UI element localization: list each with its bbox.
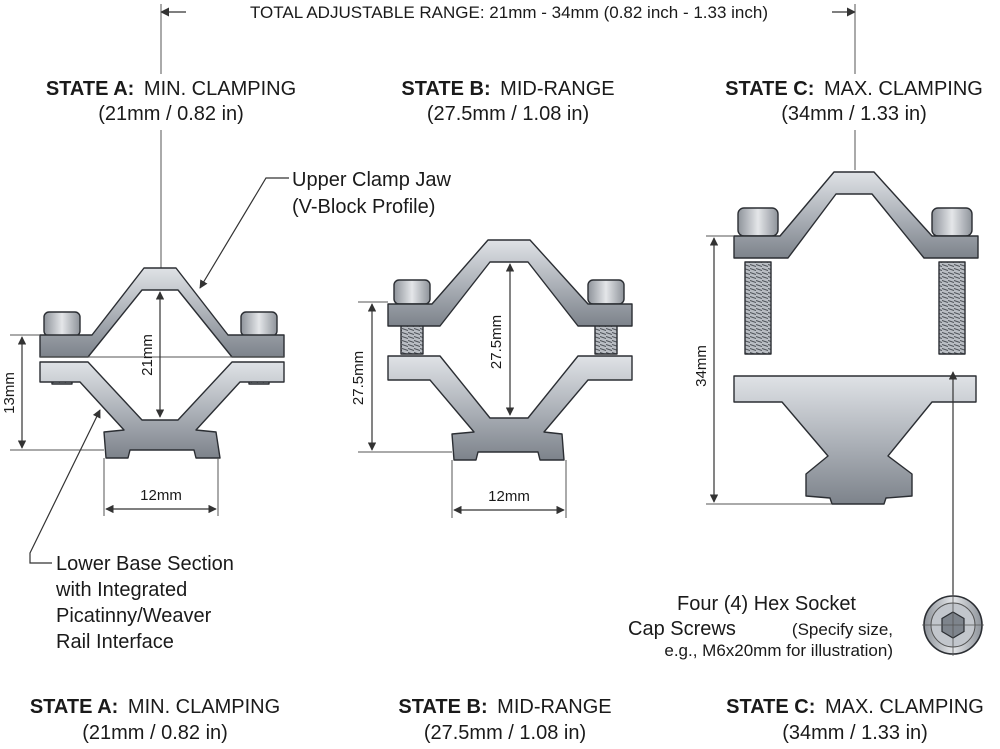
header-name: MAX. CLAMPING <box>825 696 984 718</box>
callout-line: Picatinny/Weaver <box>56 605 212 627</box>
bolt-left <box>393 279 431 355</box>
bolt-right <box>931 207 973 355</box>
top-header-c: STATE C: MAX. CLAMPING (34mm / 1.33 in) <box>718 74 992 130</box>
dim-b-height: 27.5mm <box>350 301 452 453</box>
upper-jaw <box>733 171 979 259</box>
dim-label: 27.5mm <box>488 315 505 369</box>
header-state: STATE B: <box>398 696 487 718</box>
header-value: (27.5mm / 1.08 in) <box>424 722 586 744</box>
callout-note: e.g., M6x20mm for illustration) <box>664 641 893 660</box>
bottom-header-b: STATE B: MID-RANGE (27.5mm / 1.08 in) <box>398 696 611 744</box>
callout-line: Rail Interface <box>56 631 174 653</box>
callout-line: Cap Screws <box>628 618 736 640</box>
callout-screws: Four (4) Hex Socket Cap Screws (Specify … <box>628 593 893 660</box>
lower-base <box>387 355 633 461</box>
svg-text:STATE A: MIN. CLAMPING: STATE A: MIN. CLAMPING <box>30 696 280 718</box>
bottom-header-a: STATE A: MIN. CLAMPING (21mm / 0.82 in) <box>30 696 280 744</box>
clamp-state-c <box>733 171 979 505</box>
callout-line: with Integrated <box>55 579 187 601</box>
header-name: MIN. CLAMPING <box>128 696 280 718</box>
header-value: (21mm / 0.82 in) <box>98 103 244 125</box>
bottom-header-c: STATE C: MAX. CLAMPING (34mm / 1.33 in) <box>726 696 984 744</box>
dim-label: 12mm <box>488 488 530 505</box>
dim-a-width: 12mm <box>103 458 219 516</box>
callout-line: Lower Base Section <box>56 553 234 575</box>
header-state: STATE C: <box>726 696 815 718</box>
dim-a-inner: 21mm <box>139 291 165 418</box>
clamp-state-b <box>387 239 633 461</box>
header-value: (21mm / 0.82 in) <box>82 722 228 744</box>
header-state: STATE B: <box>401 78 490 100</box>
dim-label: 34mm <box>693 345 710 387</box>
header-name: MAX. CLAMPING <box>824 78 983 100</box>
svg-text:STATE A: MIN. CLAMPING: STATE A: MIN. CLAMPING <box>46 78 296 100</box>
upper-jaw <box>387 239 633 327</box>
total-range-dimension: TOTAL ADJUSTABLE RANGE: 21mm - 34mm (0.8… <box>160 0 856 268</box>
dim-label: 27.5mm <box>350 351 367 405</box>
header-state: STATE C: <box>725 78 814 100</box>
header-name: MIN. CLAMPING <box>144 78 296 100</box>
callout-note: (Specify size, <box>792 620 893 639</box>
callout-line: (V-Block Profile) <box>292 196 435 218</box>
svg-text:STATE C: MAX. CLAMPING: STATE C: MAX. CLAMPING <box>726 696 984 718</box>
bolt-left <box>737 207 779 355</box>
dim-label: 13mm <box>1 372 18 414</box>
header-state: STATE A: <box>30 696 119 718</box>
header-value: (27.5mm / 1.08 in) <box>427 103 589 125</box>
clamp-state-a <box>39 267 285 459</box>
header-name: MID-RANGE <box>497 696 611 718</box>
svg-text:STATE B: MID-RANGE: STATE B: MID-RANGE <box>401 78 614 100</box>
top-header-a: STATE A: MIN. CLAMPING (21mm / 0.82 in) <box>40 74 308 130</box>
dim-label: 12mm <box>140 487 182 504</box>
lower-base <box>733 375 977 505</box>
svg-text:STATE C: MAX. CLAMPING: STATE C: MAX. CLAMPING <box>725 78 983 100</box>
dim-label: 21mm <box>139 334 156 376</box>
header-name: MID-RANGE <box>500 78 614 100</box>
callout-upper-jaw: Upper Clamp Jaw (V-Block Profile) <box>199 169 452 289</box>
dim-c-height: 34mm <box>693 235 832 505</box>
hex-screw-detail <box>922 371 984 656</box>
header-value: (34mm / 1.33 in) <box>781 103 927 125</box>
callout-lower-base: Lower Base Section with Integrated Picat… <box>29 409 234 653</box>
top-header-b: STATE B: MID-RANGE (27.5mm / 1.08 in) <box>401 78 614 125</box>
bolt-right <box>587 279 625 355</box>
callout-line: Upper Clamp Jaw <box>292 169 452 191</box>
svg-text:STATE B: MID-RANGE: STATE B: MID-RANGE <box>398 696 611 718</box>
total-range-label: TOTAL ADJUSTABLE RANGE: 21mm - 34mm (0.8… <box>250 3 768 22</box>
header-state: STATE A: <box>46 78 135 100</box>
dim-b-inner: 27.5mm <box>488 263 515 416</box>
dim-a-height: 13mm <box>1 334 104 451</box>
lower-base <box>39 361 285 459</box>
header-value: (34mm / 1.33 in) <box>782 722 928 744</box>
callout-line: Four (4) Hex Socket <box>677 593 856 615</box>
dim-b-width: 12mm <box>451 460 567 518</box>
